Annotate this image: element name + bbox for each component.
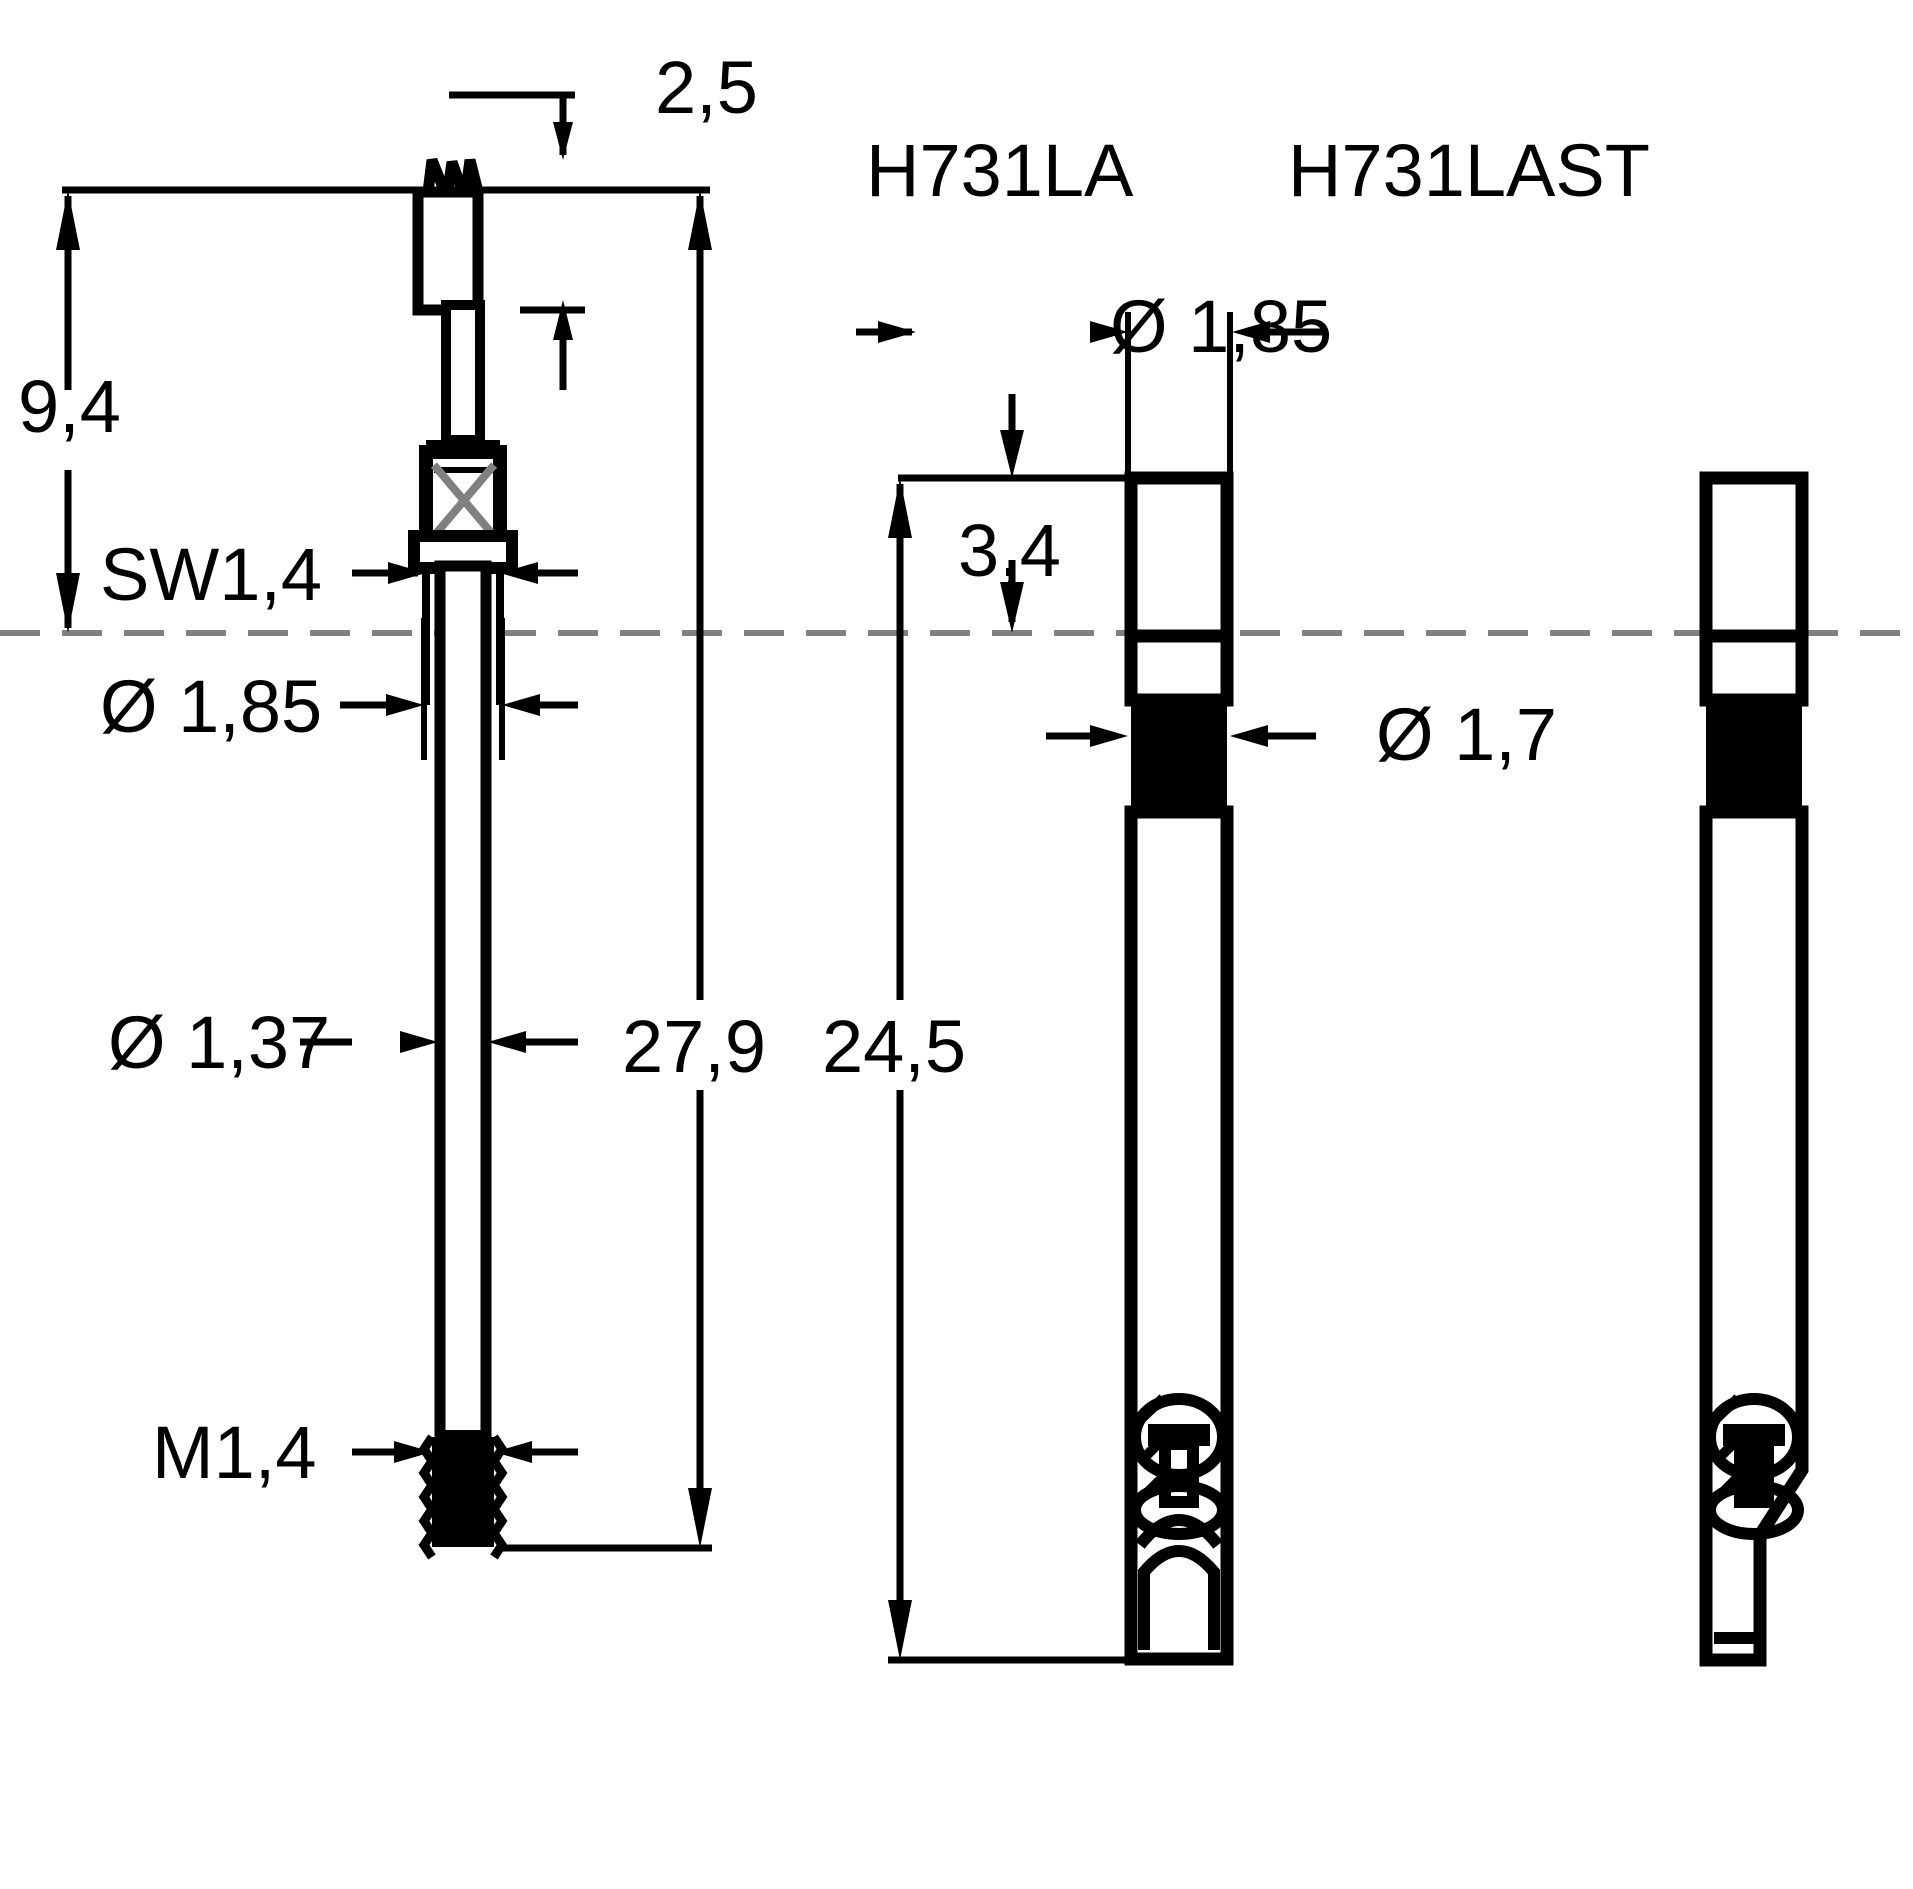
part-label-middle: H731LA (866, 129, 1134, 212)
thread-m14-icon (418, 1430, 508, 1560)
part-label-right: H731LAST (1288, 129, 1650, 212)
dim-overall-left-label: 27,9 (622, 1005, 766, 1088)
dim-tip-projection: 2,5 (449, 46, 758, 160)
dim-shaft-diameter: Ø 1,37 (108, 1001, 578, 1084)
dim-head-bottom-arrow (520, 300, 585, 390)
dim-receptacle-crimp-diameter-label: Ø 1,7 (1376, 693, 1557, 776)
hex-x-mark-b-icon (430, 462, 498, 539)
dim-wrench-flat-label: SW1,4 (100, 533, 322, 616)
receptacle-bore-section (1124, 629, 1234, 707)
receptacle-st-top-tube (1699, 471, 1809, 657)
dim-receptacle-outer-diameter: Ø 1,85 (856, 285, 1332, 478)
dim-receptacle-top: 3,4 (898, 394, 1135, 633)
part-left-plunger (408, 157, 518, 1560)
part-middle-receptacle (1124, 471, 1234, 1666)
dim-receptacle-top-label: 3,4 (958, 509, 1061, 592)
receptacle-st-bore-section (1699, 629, 1809, 707)
dim-overall-left: 27,9 (500, 190, 766, 1552)
part-right-receptacle (1699, 471, 1809, 1667)
probe-main-shaft (434, 560, 492, 1458)
dim-head-to-center: 9,4 (18, 190, 121, 633)
dim-thread-label: M1,4 (152, 1411, 317, 1494)
dim-overall-receptacle: 24,5 (822, 478, 1135, 1664)
probe-head-body (412, 186, 484, 316)
receptacle-crimp-band (1131, 700, 1227, 815)
receptacle-st-crimp-band (1706, 700, 1802, 815)
dim-receptacle-crimp-diameter: Ø 1,7 (1046, 693, 1557, 776)
dim-wrench-flat: SW1,4 (100, 533, 578, 616)
receptacle-internal-contact-icon (1129, 1393, 1229, 1650)
dim-overall-receptacle-label: 24,5 (822, 1005, 966, 1088)
dim-receptacle-outer-diameter-label: Ø 1,85 (1110, 285, 1332, 368)
dim-tip-projection-label: 2,5 (655, 46, 758, 129)
receptacle-top-tube (1124, 471, 1234, 657)
dim-body-diameter-left-label: Ø 1,85 (100, 665, 322, 748)
receptacle-st-internal-contact-icon (1704, 1393, 1804, 1644)
dim-body-diameter-left: Ø 1,85 (100, 618, 578, 760)
dim-shaft-diameter-label: Ø 1,37 (108, 1001, 330, 1084)
probe-upper-shaft (441, 300, 485, 445)
dim-thread: M1,4 (152, 1411, 578, 1494)
dim-head-to-center-label: 9,4 (18, 365, 121, 448)
